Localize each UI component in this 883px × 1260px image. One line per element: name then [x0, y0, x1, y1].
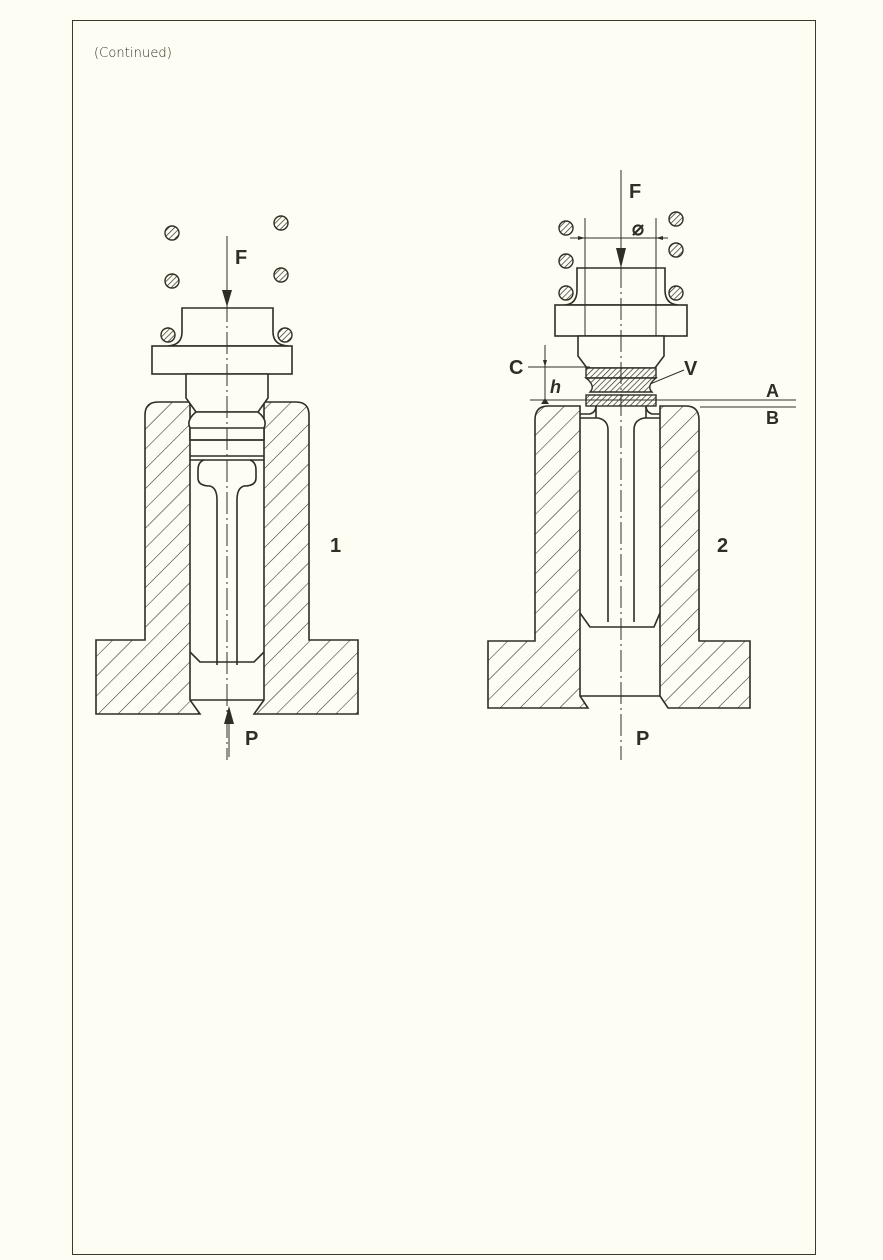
pressure-label-1: P — [245, 728, 258, 750]
callout-v: V — [684, 358, 698, 380]
figure-1: F P 1 — [95, 215, 359, 760]
callout-c: C — [509, 357, 523, 379]
reference-lines: A B — [530, 381, 796, 428]
figure-number-1: 1 — [330, 535, 341, 557]
diameter-symbol: ⌀ — [632, 218, 644, 240]
force-arrow-2: F — [616, 170, 641, 268]
continued-note: (Continued) — [94, 46, 172, 61]
callout-b: B — [766, 408, 779, 428]
figure-number-2: 2 — [717, 535, 728, 557]
callout-a: A — [766, 381, 779, 401]
die-body-1 — [95, 401, 359, 715]
force-label-2: F — [629, 181, 641, 203]
force-arrow-1: F — [222, 238, 247, 307]
pressure-arrow-1: P — [224, 706, 258, 757]
diameter-dimension: ⌀ — [570, 218, 668, 336]
die-body-2 — [487, 405, 751, 709]
page-frame — [72, 20, 816, 1255]
figure-2: F ⌀ C h V A B — [487, 170, 796, 760]
spring-coils-1 — [160, 215, 293, 343]
height-dimension: C h — [509, 345, 590, 404]
callout-h: h — [550, 377, 561, 397]
seal-ring-middle — [584, 377, 658, 393]
seal-leader: V — [649, 358, 698, 385]
pressure-label-2: P — [636, 728, 649, 750]
spring-coils-2 — [558, 211, 684, 301]
force-label-1: F — [235, 247, 247, 269]
